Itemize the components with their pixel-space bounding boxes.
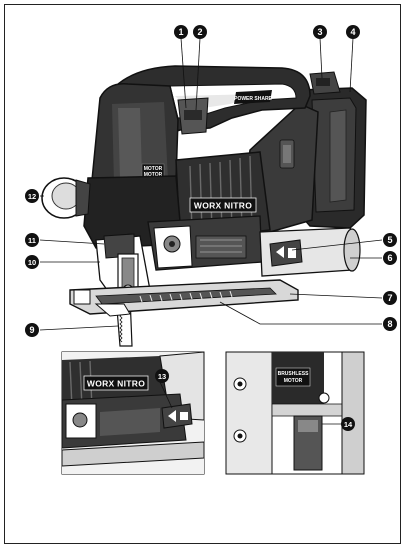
callout-5: 5 xyxy=(383,233,397,247)
callout-10: 10 xyxy=(25,255,39,269)
callout-11: 11 xyxy=(25,233,39,247)
svg-text:9: 9 xyxy=(29,325,34,335)
svg-text:4: 4 xyxy=(350,27,355,37)
svg-text:5: 5 xyxy=(387,235,392,245)
svg-text:7: 7 xyxy=(387,293,392,303)
callout-7: 7 xyxy=(383,291,397,305)
side-badge-bottom: MOTOR xyxy=(144,172,163,178)
svg-text:8: 8 xyxy=(387,319,392,329)
inset-right: BRUSHLESS MOTOR 14 xyxy=(225,351,365,475)
side-badge-top: MOTOR xyxy=(144,166,163,172)
svg-text:1: 1 xyxy=(178,27,183,37)
callout-2: 2 xyxy=(193,25,207,39)
svg-text:12: 12 xyxy=(28,192,36,201)
base-plate xyxy=(69,279,299,317)
callout-3: 3 xyxy=(313,25,327,39)
speed-dial xyxy=(41,177,91,219)
bevel-release-button xyxy=(269,239,303,267)
callout-12: 12 xyxy=(25,189,39,203)
callout-8: 8 xyxy=(383,317,397,331)
svg-text:6: 6 xyxy=(387,253,392,263)
side-badge2-top: BRUSHLESS xyxy=(278,371,310,377)
callout-6: 6 xyxy=(383,251,397,265)
side-motor-badge: MOTOR MOTOR xyxy=(141,163,165,179)
handle-badge: POWER SHARE xyxy=(234,90,273,104)
callout-1: 1 xyxy=(174,25,188,39)
leader-lines xyxy=(39,37,383,331)
callout-9: 9 xyxy=(25,323,39,337)
svg-text:14: 14 xyxy=(344,420,353,429)
handle-badge-text: POWER SHARE xyxy=(234,96,272,102)
callout-14: 14 xyxy=(341,417,355,431)
brand-plate: WORX NITRO xyxy=(189,197,257,213)
inset-left: WORX NITRO 13 xyxy=(61,351,205,475)
callout-4: 4 xyxy=(346,25,360,39)
brand-text-inset: WORX NITRO xyxy=(87,379,145,389)
dust-port xyxy=(259,227,361,277)
svg-text:11: 11 xyxy=(28,236,36,245)
svg-text:10: 10 xyxy=(28,258,36,267)
jigsaw-main-view: POWER SHARE MOTOR MOTOR xyxy=(25,25,397,347)
callout-13: 13 xyxy=(155,369,169,383)
svg-text:3: 3 xyxy=(317,27,322,37)
svg-text:13: 13 xyxy=(158,372,166,381)
inset-left-button xyxy=(161,403,193,429)
svg-text:2: 2 xyxy=(197,27,202,37)
page-border xyxy=(4,4,401,544)
side-badge2-bottom: MOTOR xyxy=(284,378,303,384)
brand-text-main: WORX NITRO xyxy=(194,201,252,211)
